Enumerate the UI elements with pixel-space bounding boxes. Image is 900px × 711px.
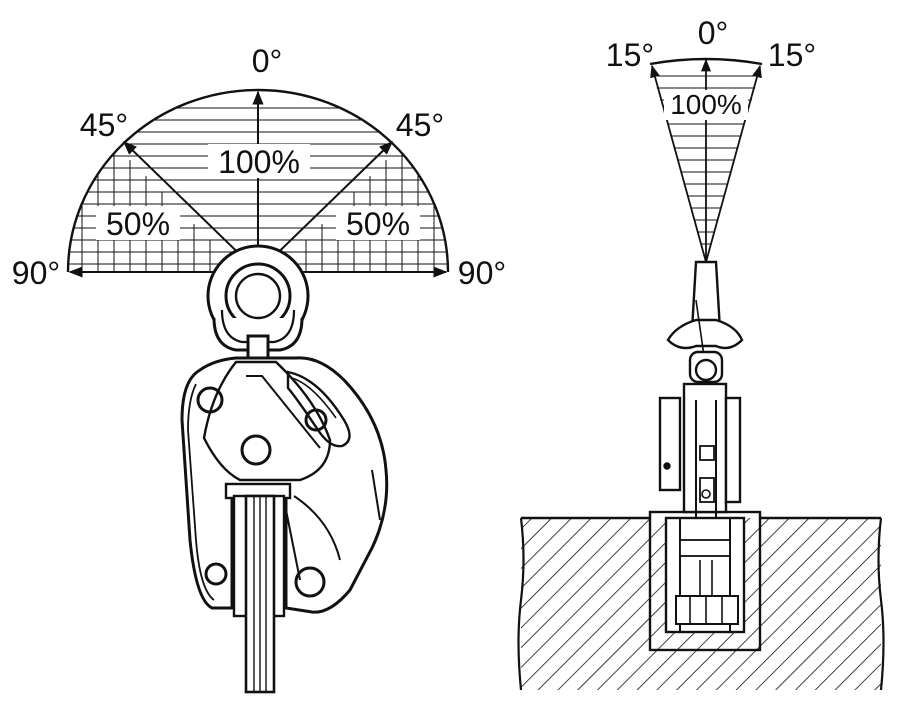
left-label-45-deg-right: 45° — [396, 107, 444, 143]
right-label-0-deg: 0° — [698, 15, 729, 51]
arrow-15-deg-right — [705, 64, 762, 263]
left-capacity-100: 100% — [218, 144, 300, 180]
left-label-90-deg-left: 90° — [12, 255, 60, 291]
left-semicircle-outline — [66, 88, 450, 273]
left-label-0-deg: 0° — [252, 43, 283, 79]
right-capacity-100: 100% — [670, 89, 742, 120]
lifting-clamp-side-view — [658, 260, 746, 634]
left-label-45-deg-left: 45° — [80, 107, 128, 143]
arrow-15-deg-left — [650, 64, 707, 263]
left-label-90-deg-right: 90° — [458, 255, 506, 291]
right-label-15-deg-left: 15° — [606, 37, 654, 73]
left-capacity-50-left: 50% — [106, 206, 170, 242]
right-label-15-deg-right: 15° — [768, 37, 816, 73]
right-angle-chart: 0° 15° 15° 100% — [606, 15, 816, 263]
left-capacity-50-right: 50% — [346, 206, 410, 242]
lifting-clamp-front-view — [180, 244, 389, 694]
